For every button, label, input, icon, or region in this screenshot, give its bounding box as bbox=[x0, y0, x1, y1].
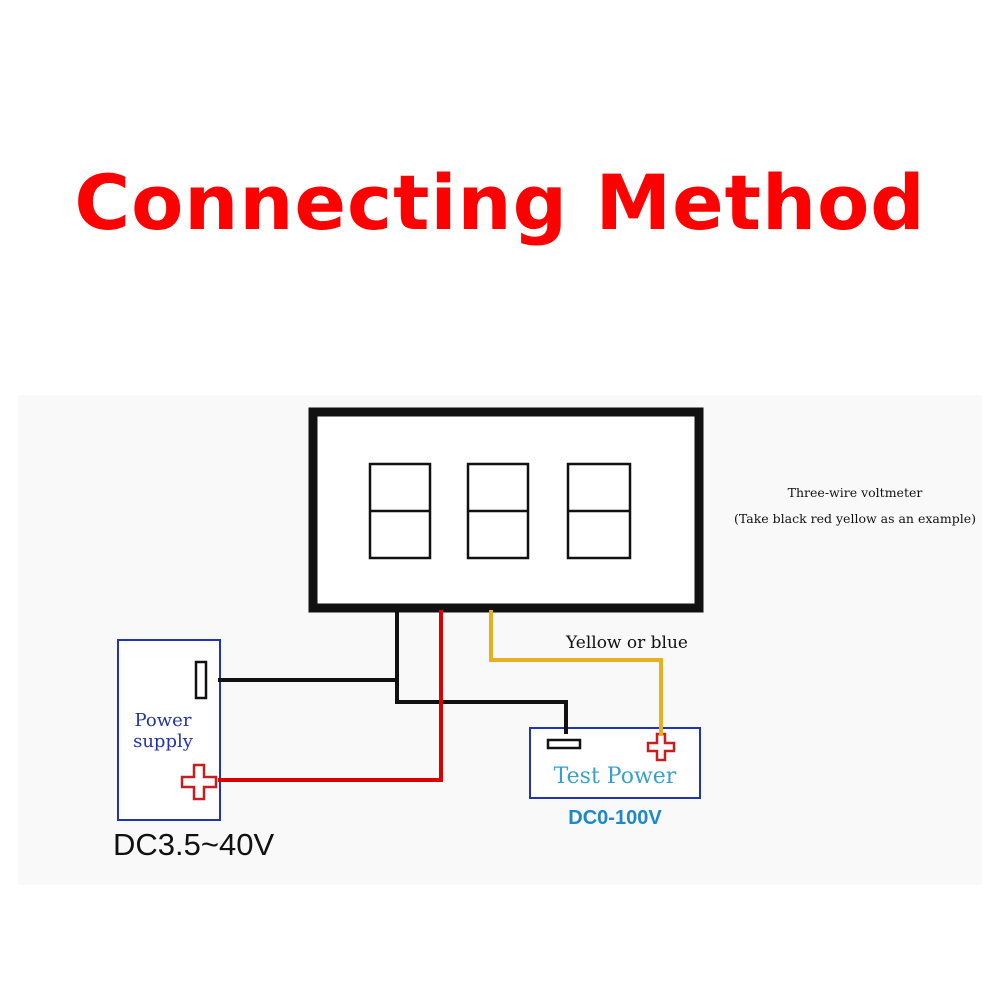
diagram-title: Connecting Method bbox=[74, 158, 926, 247]
voltmeter-note-line1: Three-wire voltmeter bbox=[788, 485, 923, 500]
power-supply-negative-terminal bbox=[194, 660, 208, 700]
power-supply-plus-icon bbox=[180, 763, 218, 801]
yellow-wire-label: Yellow or blue bbox=[565, 633, 688, 653]
test-power-label: Test Power bbox=[554, 764, 677, 789]
digit-3 bbox=[566, 462, 632, 560]
voltmeter-note-line2: (Take black red yellow as an example) bbox=[734, 511, 976, 526]
power-supply-voltage: DC3.5~40V bbox=[113, 827, 274, 862]
power-supply: Power supply DC3.5~40V bbox=[113, 639, 274, 862]
power-supply-label-line1: Power bbox=[135, 710, 192, 731]
red-wire bbox=[218, 610, 443, 782]
digit-2 bbox=[466, 462, 530, 560]
voltmeter-display bbox=[308, 407, 704, 613]
test-power-negative-terminal bbox=[546, 738, 582, 750]
digit-1 bbox=[368, 462, 432, 560]
yellow-wire bbox=[489, 610, 663, 736]
black-wire bbox=[218, 610, 568, 734]
test-power: Test Power DC0-100V bbox=[529, 727, 701, 829]
test-power-plus-icon bbox=[646, 732, 676, 762]
test-power-voltage: DC0-100V bbox=[568, 807, 662, 829]
power-supply-label-line2: supply bbox=[133, 731, 194, 752]
